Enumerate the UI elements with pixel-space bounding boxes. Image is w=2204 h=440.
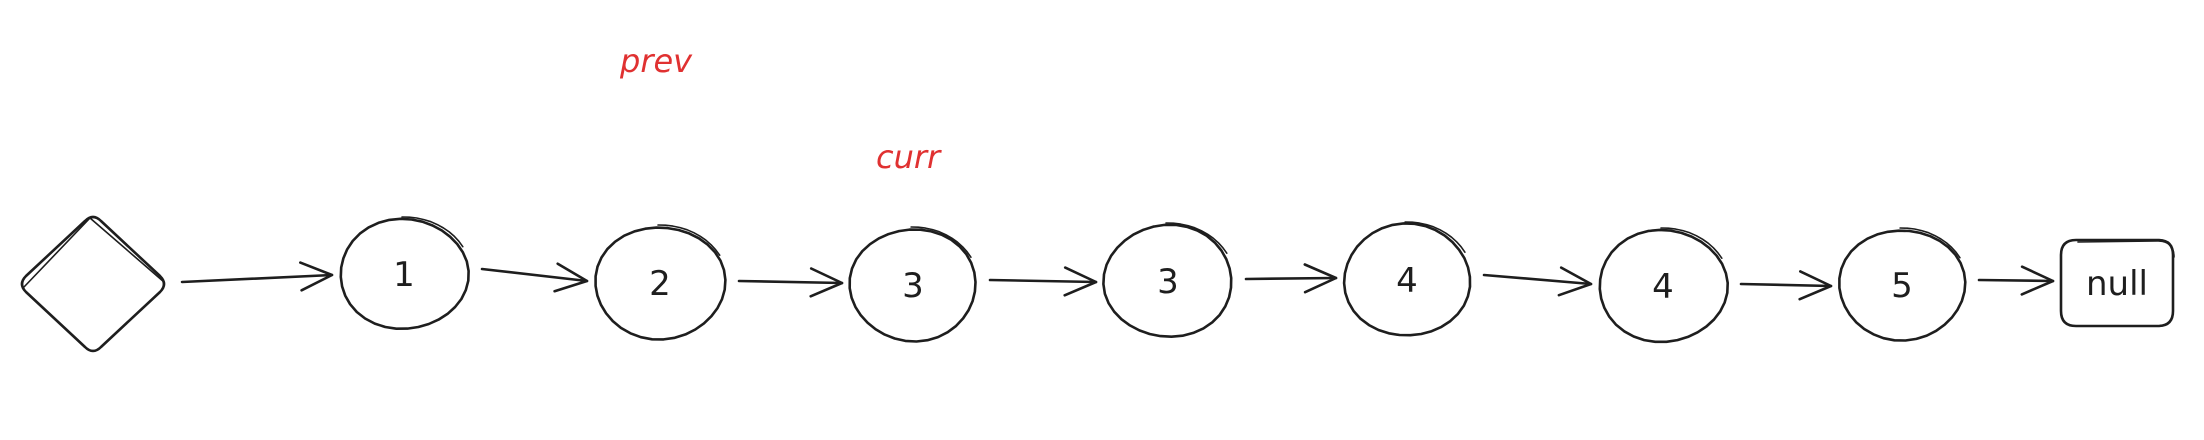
node-label-n4a: 4 — [1396, 261, 1418, 301]
pointer-label-prev: prev — [619, 42, 693, 80]
node-label-n3a: 3 — [902, 266, 924, 306]
node-n3a: 3 — [848, 226, 977, 343]
edge-n1-n2 — [480, 262, 589, 293]
node-label-n2: 2 — [649, 264, 671, 304]
pointer-label-curr: curr — [876, 138, 942, 176]
node-n4b: 4 — [1598, 227, 1729, 344]
pointers-layer: prev curr — [619, 42, 942, 176]
node-label-n1: 1 — [393, 255, 415, 295]
edges-layer — [180, 261, 2055, 301]
node-dummy — [20, 215, 166, 353]
edge-n2-n3a — [737, 267, 844, 298]
edge-n4a-n4b — [1482, 266, 1593, 297]
node-label-n3b: 3 — [1157, 262, 1179, 302]
node-n3b: 3 — [1102, 222, 1233, 338]
node-n5: 5 — [1838, 227, 1967, 342]
nodes-layer: 1 2 3 3 4 4 5 null — [20, 215, 2175, 353]
node-label-n4b: 4 — [1652, 267, 1674, 307]
edge-dummy-n1 — [180, 261, 334, 292]
node-label-n5: 5 — [1891, 266, 1913, 306]
node-tail: null — [2059, 238, 2175, 328]
edge-n3b-n4a — [1244, 263, 1338, 294]
edge-n4b-n5 — [1739, 270, 1833, 301]
edge-n3a-n3b — [988, 266, 1098, 297]
node-n1: 1 — [339, 216, 470, 330]
node-n2: 2 — [594, 224, 727, 341]
node-n4a: 4 — [1342, 221, 1472, 337]
node-label-tail: null — [2086, 264, 2148, 304]
edge-n5-tail — [1977, 265, 2055, 296]
